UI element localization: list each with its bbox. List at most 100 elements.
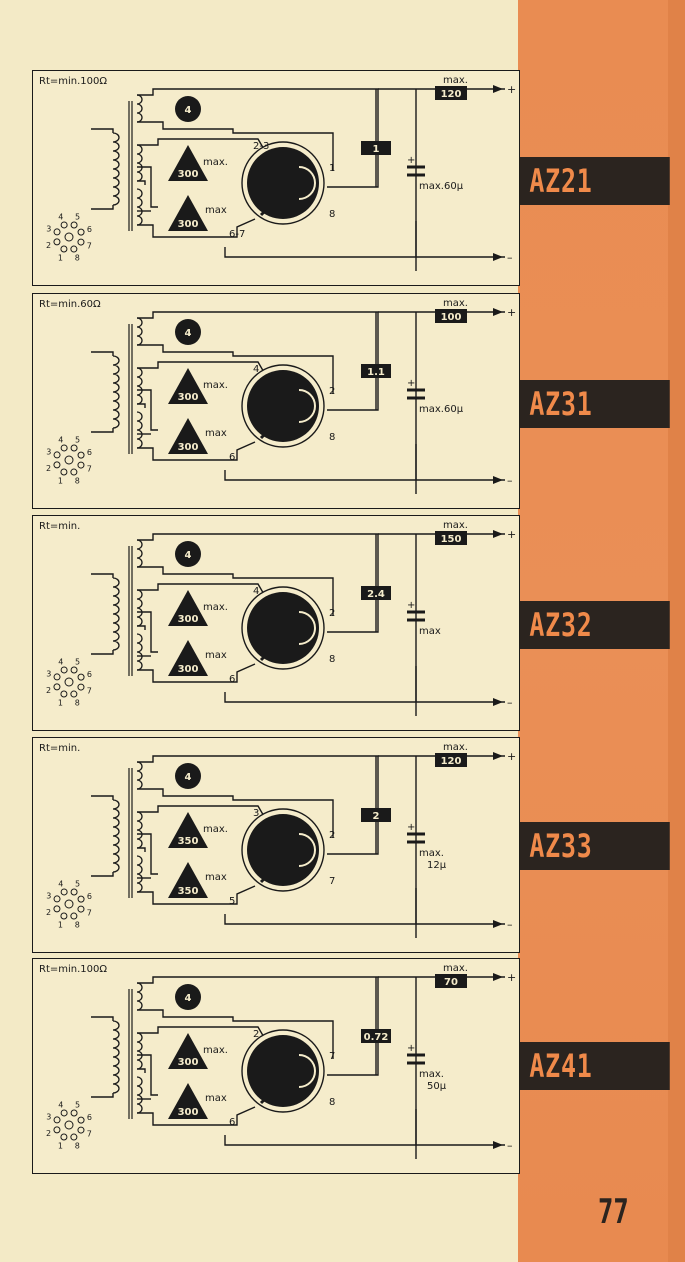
secondary-coil-lower-icon: [136, 188, 143, 226]
secondary-voltage-upper-triangle: [168, 368, 208, 404]
rt-label: Rt=min.100Ω: [39, 76, 107, 87]
secondary-voltage-upper: 300: [178, 169, 199, 180]
pin-anode-b: 6: [229, 1117, 235, 1128]
socket-pin-label: 5: [75, 436, 80, 445]
socket-pin-label: 8: [75, 1141, 80, 1150]
socket-pin-label: 4: [58, 880, 63, 889]
output-minus-arrow-icon: [493, 253, 503, 261]
secondary-coil-upper-icon: [136, 589, 143, 627]
series-resistor-box: [361, 141, 391, 155]
rectifier-tube-body-icon: [247, 814, 319, 886]
secondary-voltage-upper: 300: [178, 392, 199, 403]
socket-pin-label: 1: [58, 698, 63, 707]
socket-pin-label: 1: [58, 920, 63, 929]
heater-voltage: 4: [185, 550, 192, 561]
secondary-voltage-upper-triangle: [168, 812, 208, 848]
output-plus-arrow-icon: [493, 973, 503, 981]
series-resistor-value: 1: [373, 144, 380, 155]
socket-pin-label: 2: [46, 241, 51, 250]
socket-pin-label: 3: [46, 224, 51, 233]
secondary-max-lower: max: [205, 872, 227, 883]
cathode-icon: [298, 1054, 316, 1088]
series-resistor-box: [361, 1029, 391, 1043]
capacitor-plus: +: [407, 1043, 415, 1054]
pin-heater-b: 8: [329, 209, 335, 220]
socket-pin-label: 8: [75, 476, 80, 485]
socket-pin-label: 5: [75, 880, 80, 889]
pin-heater-b: 8: [329, 654, 335, 665]
capacitor-label: max: [419, 626, 441, 637]
secondary-voltage-upper-triangle: [168, 145, 208, 181]
capacitor-plus: +: [407, 378, 415, 389]
tube-label-az33: AZ33: [520, 822, 670, 870]
capacitor-plus: +: [407, 822, 415, 833]
series-resistor-box: [361, 364, 391, 378]
secondary-coil-upper-icon: [136, 367, 143, 405]
socket-pin-label: 3: [46, 891, 51, 900]
output-max-label: max.: [443, 298, 468, 309]
socket-pin-label: 5: [75, 213, 80, 222]
schematic: Rt=min.4300300max.max46282.4+maxmax.150+…: [39, 520, 516, 716]
schematic: Rt=min.100Ω4300300max.max2-36-7181+max.6…: [39, 75, 516, 271]
pin-anode-a: 2: [253, 1029, 259, 1040]
socket-pin-label: 2: [46, 1129, 51, 1138]
output-value-box: [435, 86, 467, 100]
secondary-max-upper: max.: [203, 824, 228, 835]
output-minus-arrow-icon: [493, 920, 503, 928]
secondary-voltage-lower-triangle: [168, 1083, 208, 1119]
rt-label: Rt=min.100Ω: [39, 964, 107, 975]
pin-anode-a: 4: [253, 586, 259, 597]
heater-voltage-circle: [175, 319, 201, 345]
schematic: Rt=min.100Ω4300300max.max26780.72+max.50…: [39, 963, 516, 1159]
capacitor-label: max.: [419, 1069, 444, 1080]
output-value-box: [435, 531, 467, 545]
socket-pin-label: 7: [87, 1130, 92, 1139]
secondary-voltage-lower: 300: [178, 219, 199, 230]
socket-pin-label: 3: [46, 447, 51, 456]
socket-pin-label: 1: [58, 253, 63, 262]
pin-heater-a: 1: [329, 163, 335, 174]
cathode-icon: [298, 389, 316, 423]
pin-anode-a: 2-3: [253, 141, 269, 152]
secondary-voltage-lower: 300: [178, 442, 199, 453]
socket-pin-label: 1: [58, 476, 63, 485]
secondary-voltage-lower-triangle: [168, 195, 208, 231]
secondary-max-lower: max: [205, 1093, 227, 1104]
primary-coil-icon: [112, 577, 120, 651]
secondary-voltage-lower-triangle: [168, 640, 208, 676]
output-max-label: max.: [443, 963, 468, 974]
capacitor-plus: +: [407, 600, 415, 611]
output-minus-sign: –: [507, 918, 513, 931]
tube-label-az41: AZ41: [520, 1042, 670, 1090]
heater-voltage: 4: [185, 772, 192, 783]
output-minus-sign: –: [507, 251, 513, 264]
socket-pin-label: 7: [87, 465, 92, 474]
pin-anode-b: 6: [229, 674, 235, 685]
output-minus-arrow-icon: [493, 476, 503, 484]
socket-pin-label: 6: [87, 448, 92, 457]
secondary-voltage-upper: 350: [178, 836, 199, 847]
output-minus-sign: –: [507, 474, 513, 487]
socket-pin-label: 8: [75, 698, 80, 707]
pin-heater-a: 2: [329, 386, 335, 397]
secondary-voltage-lower: 300: [178, 1107, 199, 1118]
socket-pin-label: 7: [87, 909, 92, 918]
output-minus-sign: –: [507, 696, 513, 709]
output-max-label: max.: [443, 742, 468, 753]
capacitor-label-2: 50µ: [427, 1081, 447, 1092]
socket-pin-label: 4: [58, 213, 63, 222]
secondary-max-lower: max: [205, 428, 227, 439]
heater-coil-icon: [136, 761, 143, 790]
series-resistor-value: 0.72: [364, 1032, 389, 1043]
socket-pin-label: 5: [75, 1101, 80, 1110]
pin-heater-b: 7: [329, 876, 335, 887]
pin-anode-b: 6-7: [229, 229, 245, 240]
pin-heater-a: 2: [329, 830, 335, 841]
socket-pin-label: 8: [75, 253, 80, 262]
socket-pin-label: 6: [87, 670, 92, 679]
